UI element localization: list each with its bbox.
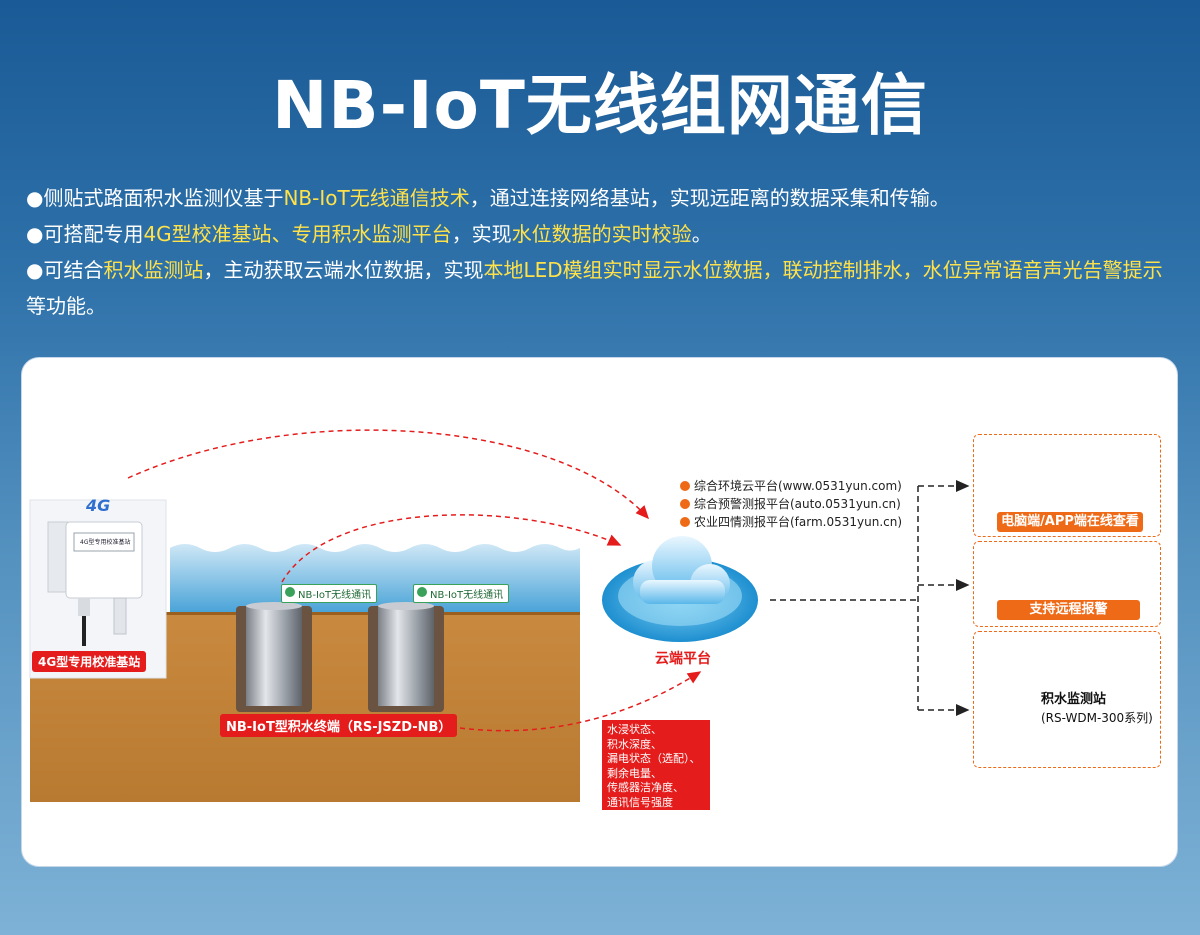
intro-line-3: ●可结合积水监测站，主动获取云端水位数据，实现本地LED模组实时显示水位数据，联… bbox=[26, 252, 1176, 324]
station-model: (RS-WDM-300系列) bbox=[1041, 711, 1153, 725]
cloud-platform-label: 云端平台 bbox=[655, 651, 711, 667]
bullet-dot-icon bbox=[680, 517, 690, 527]
nb-comm-text: NB-IoT无线通讯 bbox=[298, 590, 372, 601]
intro-highlight: 4G型校准基站、专用积水监测平台 bbox=[143, 222, 452, 246]
device-plate-text: 4G型专用校准基站 bbox=[80, 539, 131, 546]
station-title: 积水监测站 bbox=[1041, 692, 1107, 707]
intro-line-1: ●侧贴式路面积水监测仪基于NB-IoT无线通信技术，通过连接网络基站，实现远距离… bbox=[26, 180, 1176, 216]
bullet-dot-icon bbox=[680, 499, 690, 509]
status-item: 传感器洁净度、 bbox=[607, 781, 684, 794]
remote-alarm-label: 支持远程报警 bbox=[997, 600, 1140, 620]
data-arrow-terminal bbox=[459, 671, 702, 732]
intro-highlight: NB-IoT无线通信技术 bbox=[283, 186, 470, 210]
platform-list: 综合环境云平台(www.0531yun.com) 综合预警测报平台(auto.0… bbox=[680, 477, 902, 531]
intro-text-segment: ●侧贴式路面积水监测仪基于 bbox=[26, 186, 284, 210]
intro-text-segment: ●可搭配专用 bbox=[26, 222, 144, 246]
intro-text-segment: ，通过连接网络基站，实现远距离的数据采集和传输。 bbox=[469, 186, 950, 210]
4g-badge: 4G bbox=[86, 496, 111, 515]
intro-line-2: ●可搭配专用4G型校准基站、专用积水监测平台，实现水位数据的实时校验。 bbox=[26, 216, 1176, 252]
status-item: 漏电状态（选配）、 bbox=[607, 752, 701, 765]
intro-text-segment: ，实现 bbox=[451, 222, 512, 246]
platform-item: 综合环境云平台(www.0531yun.com) bbox=[680, 477, 902, 495]
base-station-label: 4G型专用校准基站 bbox=[32, 651, 147, 672]
platform-name: 综合预警测报平台(auto.0531yun.cn) bbox=[694, 497, 901, 511]
bullet-dot-icon bbox=[680, 481, 690, 491]
status-item: 剩余电量、 bbox=[607, 766, 662, 780]
monitoring-station-box bbox=[973, 631, 1161, 768]
status-data-list: 水浸状态、 积水深度、 漏电状态（选配）、 剩余电量、 传感器洁净度、 通讯信号… bbox=[602, 720, 710, 810]
intro-text: ●侧贴式路面积水监测仪基于NB-IoT无线通信技术，通过连接网络基站，实现远距离… bbox=[26, 180, 1176, 324]
sensor-pit-1 bbox=[236, 602, 312, 712]
status-item: 通讯信号强度 bbox=[607, 795, 673, 809]
terminal-label: NB-IoT型积水终端（RS-JSZD-NB） bbox=[220, 714, 458, 737]
intro-text-segment: ●可结合 bbox=[26, 258, 104, 282]
base-station-device bbox=[29, 499, 167, 679]
nb-comm-label: NB-IoT无线通讯 bbox=[281, 584, 378, 603]
platform-item: 农业四情测报平台(farm.0531yun.cn) bbox=[680, 513, 902, 531]
nb-comm-text: NB-IoT无线通讯 bbox=[430, 590, 504, 601]
cloud-platform-icon bbox=[602, 536, 758, 642]
intro-text-segment: 。 bbox=[691, 222, 712, 246]
platform-item: 综合预警测报平台(auto.0531yun.cn) bbox=[680, 495, 902, 513]
status-item: 积水深度、 bbox=[607, 737, 662, 751]
intro-text-segment: 等功能。 bbox=[26, 294, 106, 318]
uplink-arrow-terminal bbox=[281, 514, 622, 583]
status-item: 水浸状态、 bbox=[607, 723, 662, 736]
sensor-pit-2 bbox=[368, 602, 444, 712]
intro-highlight: 水位数据的实时校验 bbox=[511, 222, 692, 246]
intro-highlight: 本地LED模组实时显示水位数据，联动控制排水，水位异常语音声光告警提示 bbox=[483, 258, 1163, 282]
intro-highlight: 积水监测站 bbox=[103, 258, 204, 282]
page-title: NB-IoT无线组网通信 bbox=[272, 67, 928, 144]
globe-icon bbox=[417, 587, 427, 597]
nb-comm-label: NB-IoT无线通讯 bbox=[413, 584, 510, 603]
globe-icon bbox=[285, 587, 295, 597]
platform-name: 农业四情测报平台(farm.0531yun.cn) bbox=[694, 515, 903, 529]
intro-text-segment: ，主动获取云端水位数据，实现 bbox=[203, 258, 484, 282]
uplink-arrow-base-station bbox=[127, 429, 650, 520]
platform-name: 综合环境云平台(www.0531yun.com) bbox=[694, 479, 902, 493]
online-view-label: 电脑端/APP端在线查看 bbox=[997, 512, 1143, 532]
